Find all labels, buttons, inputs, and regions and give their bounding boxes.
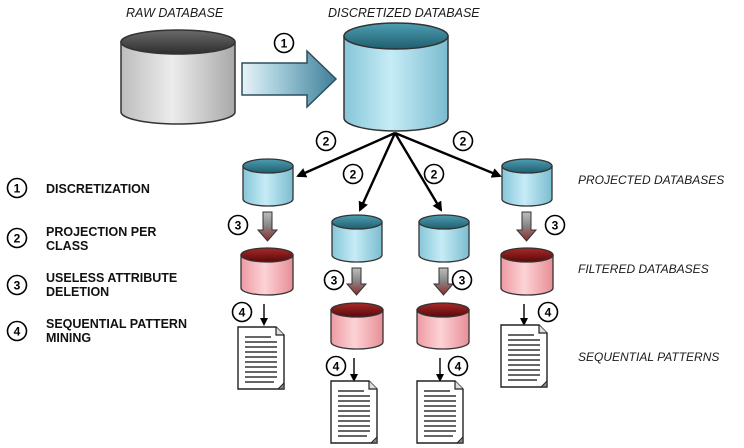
sequential-patterns-3-document-icon	[416, 380, 464, 444]
svg-text:1: 1	[14, 182, 21, 196]
projected-database-2-cylinder-icon	[331, 214, 383, 263]
mining-arrows	[260, 304, 528, 382]
projected-database-1-cylinder-icon	[242, 158, 294, 207]
deletion-arrows	[256, 211, 538, 296]
svg-text:3: 3	[552, 219, 559, 233]
legend-item-discretization: 1 DISCRETIZATION	[6, 177, 150, 199]
sequential-patterns-2-document-icon	[330, 380, 378, 444]
svg-text:2: 2	[350, 168, 357, 182]
filtered-database-2-cylinder-icon	[330, 302, 384, 350]
projection-arrows	[296, 131, 502, 212]
svg-text:4: 4	[333, 360, 340, 374]
sequential-patterns-4-document-icon	[500, 324, 548, 388]
svg-text:4: 4	[14, 325, 21, 339]
svg-text:4: 4	[239, 306, 246, 320]
discretized-database-label: DISCRETIZED DATABASE	[328, 6, 480, 20]
svg-text:2: 2	[14, 232, 21, 246]
discretized-database-cylinder-icon	[343, 22, 449, 132]
svg-text:3: 3	[14, 279, 21, 293]
svg-text:4: 4	[545, 306, 552, 320]
svg-text:2: 2	[460, 135, 467, 149]
svg-text:4: 4	[455, 360, 462, 374]
legend-item-projection: 2 PROJECTION PER CLASS	[6, 225, 156, 253]
svg-text:3: 3	[331, 274, 338, 288]
filtered-database-4-cylinder-icon	[500, 247, 554, 296]
svg-text:2: 2	[323, 135, 330, 149]
svg-text:CLASS: CLASS	[46, 239, 88, 253]
svg-text:2: 2	[431, 168, 438, 182]
step-4-markers: 4 4 4 4	[231, 301, 559, 377]
sequential-patterns-1-document-icon	[237, 326, 285, 390]
filtered-database-3-cylinder-icon	[416, 302, 470, 350]
svg-text:DELETION: DELETION	[46, 285, 109, 299]
svg-text:PROJECTION PER: PROJECTION PER	[46, 225, 156, 239]
svg-text:USELESS ATTRIBUTE: USELESS ATTRIBUTE	[46, 271, 177, 285]
raw-database-label: RAW DATABASE	[126, 6, 224, 20]
step-3-markers: 3 3 3 3	[227, 214, 566, 291]
legend-item-pattern-mining: 4 SEQUENTIAL PATTERN MINING	[6, 317, 187, 345]
svg-text:3: 3	[235, 219, 242, 233]
filtered-database-1-cylinder-icon	[240, 247, 294, 296]
svg-text:1: 1	[281, 37, 288, 51]
svg-text:SEQUENTIAL PATTERN: SEQUENTIAL PATTERN	[46, 317, 187, 331]
legend: 1 DISCRETIZATION 2 PROJECTION PER CLASS …	[6, 177, 187, 345]
svg-text:DISCRETIZATION: DISCRETIZATION	[46, 182, 150, 196]
svg-text:MINING: MINING	[46, 331, 91, 345]
discretization-arrow-icon	[241, 49, 338, 109]
projected-database-3-cylinder-icon	[418, 214, 470, 263]
svg-text:3: 3	[459, 274, 466, 288]
step-1-marker: 1	[273, 32, 295, 54]
step-2-markers: 2 2 2 2	[315, 130, 474, 185]
projected-databases-label: PROJECTED DATABASES	[578, 173, 724, 187]
sequential-patterns-label: SEQUENTIAL PATTERNS	[578, 350, 719, 364]
legend-item-attribute-deletion: 3 USELESS ATTRIBUTE DELETION	[6, 271, 177, 299]
projected-database-4-cylinder-icon	[501, 158, 553, 207]
filtered-databases-label: FILTERED DATABASES	[578, 262, 709, 276]
raw-database-cylinder-icon	[120, 29, 236, 125]
